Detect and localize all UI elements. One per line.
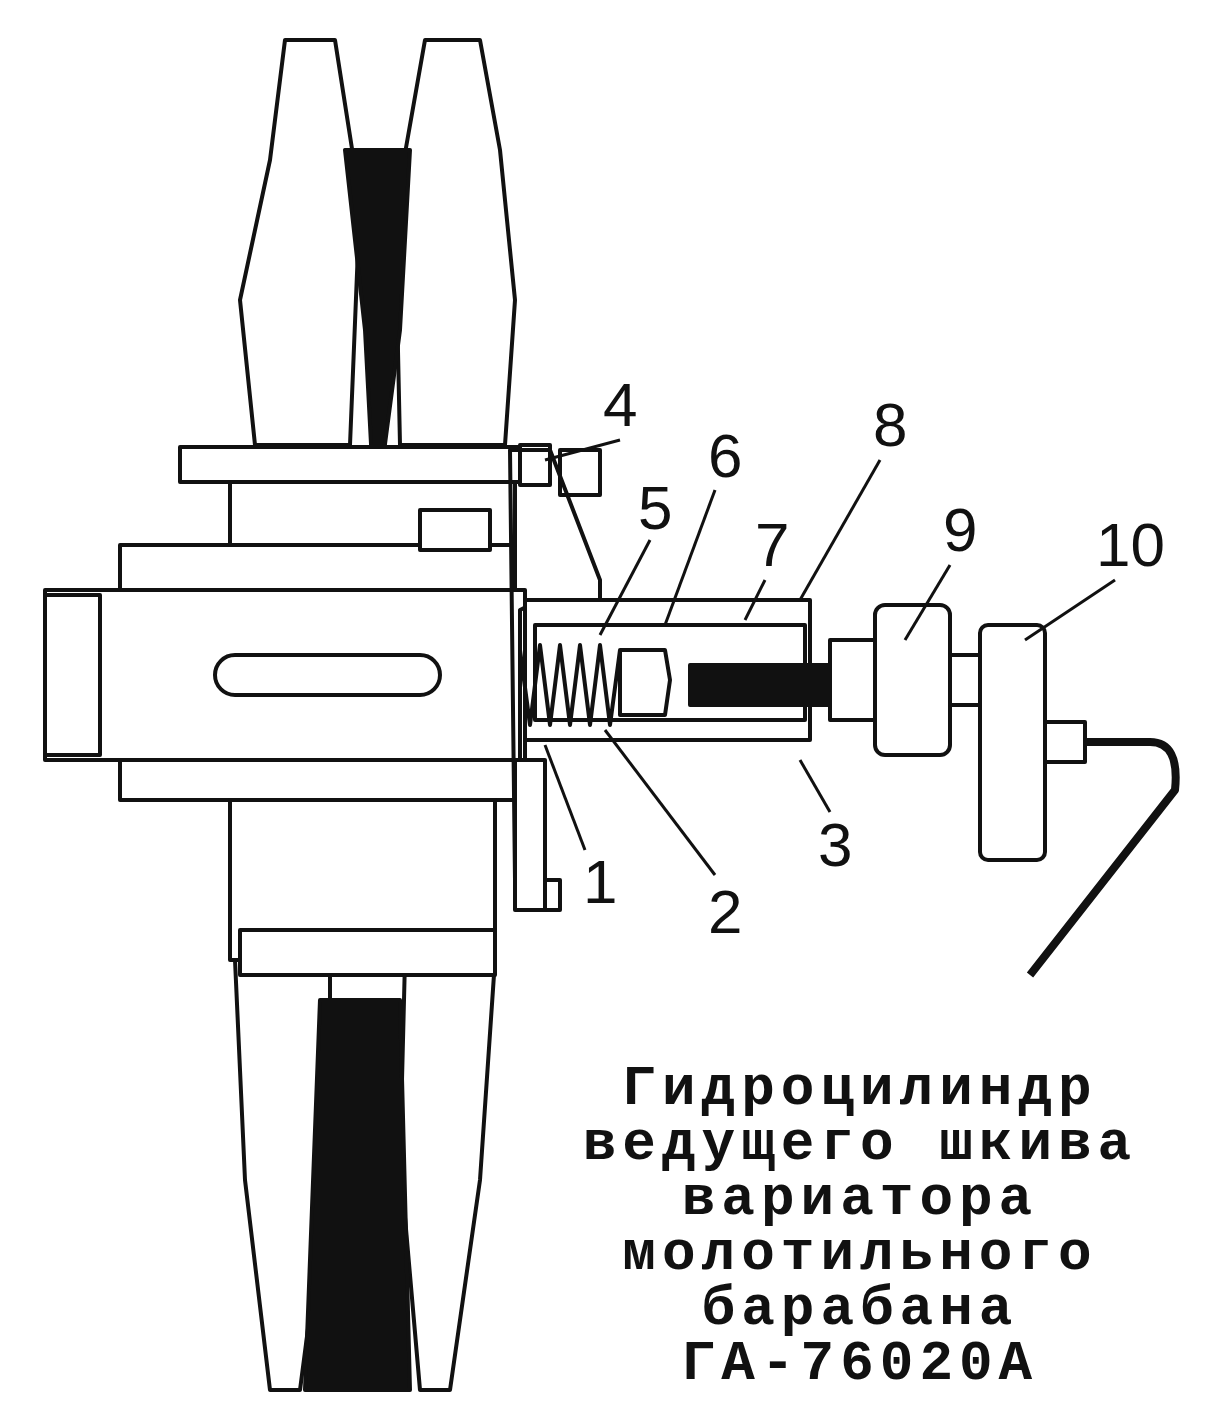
keyway [215, 655, 440, 695]
callout-number: 1 [583, 851, 617, 913]
hydraulic-pipe [1030, 742, 1176, 975]
caption: Гидроцилиндр ведущего шкива вариатора мо… [560, 1062, 1160, 1392]
callout-number: 5 [638, 477, 672, 539]
nut [1045, 722, 1085, 762]
nut [620, 650, 670, 715]
pulley-flange [395, 40, 515, 445]
callout-number: 3 [818, 814, 852, 876]
shaft [45, 590, 525, 760]
shaft-end [45, 595, 100, 755]
bolt [180, 447, 540, 482]
pulley-flange [240, 40, 360, 445]
callout-number: 9 [943, 499, 977, 561]
callout-number: 10 [1096, 514, 1165, 576]
spring [520, 645, 620, 725]
bolt [420, 510, 490, 550]
callout-number: 8 [873, 394, 907, 456]
piston-rod [690, 665, 830, 705]
callout-number: 7 [755, 514, 789, 576]
callout-number: 2 [708, 881, 742, 943]
hydraulic-fitting [980, 625, 1045, 860]
v-belt [305, 1000, 410, 1390]
nut [950, 655, 980, 705]
callout-number: 6 [708, 425, 742, 487]
piston-rod [830, 640, 875, 720]
cylinder-flange [515, 760, 545, 910]
bolt [240, 930, 495, 975]
leader-lines [545, 440, 1115, 875]
callout-number: 4 [603, 374, 637, 436]
pulley-flange [400, 960, 495, 1390]
